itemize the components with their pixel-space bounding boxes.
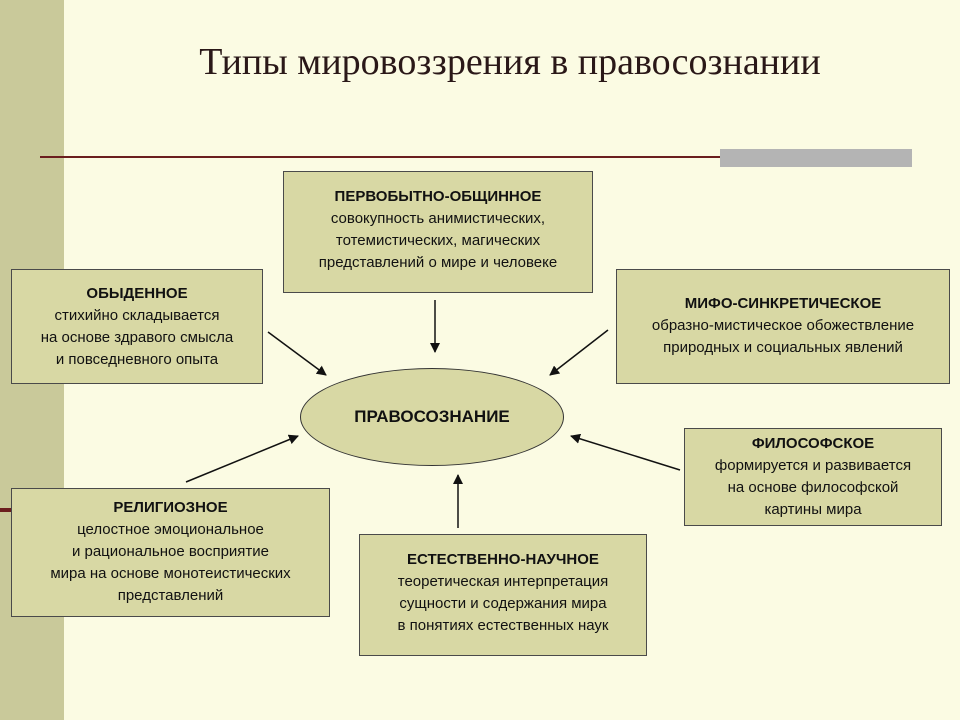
arrow-mythic (549, 329, 609, 376)
box-philosophical: ФИЛОСОФСКОЕ формируется и развивается на… (684, 428, 942, 526)
box-mythic: МИФО-СИНКРЕТИЧЕСКОЕ образно-мистическое … (616, 269, 950, 384)
slide-title: Типы мировоззрения в правосознании (199, 41, 821, 83)
box-everyday-title: ОБЫДЕННОЕ (86, 285, 188, 302)
title-rule (40, 156, 912, 158)
box-scientific-title: ЕСТЕСТВЕННО-НАУЧНОЕ (407, 551, 599, 568)
box-philosophical-desc: формируется и развивается на основе фило… (714, 457, 912, 518)
box-mythic-title: МИФО-СИНКРЕТИЧЕСКОЕ (684, 295, 882, 312)
box-scientific: ЕСТЕСТВЕННО-НАУЧНОЕ теоретическая интерп… (359, 534, 647, 656)
box-religious-desc: целостное эмоциональное и рациональное в… (50, 521, 291, 604)
box-philosophical-title: ФИЛОСОФСКОЕ (751, 435, 875, 452)
box-mythic-desc: образно-мистическое обожествление природ… (651, 317, 915, 356)
arrow-philosophical (570, 433, 681, 471)
box-primitive: ПЕРВОБЫТНО-ОБЩИННОЕ совокупность анимист… (283, 171, 593, 293)
arrow-religious (185, 434, 299, 483)
box-primitive-title: ПЕРВОБЫТНО-ОБЩИННОЕ (334, 188, 542, 205)
box-everyday-desc: стихийно складывается на основе здравого… (40, 307, 234, 368)
box-scientific-desc: теоретическая интерпретация сущности и с… (397, 573, 609, 634)
center-ellipse: ПРАВОСОЗНАНИЕ (300, 368, 564, 466)
box-religious: РЕЛИГИОЗНОЕ целостное эмоциональное и ра… (11, 488, 330, 617)
title-rule-accent (720, 149, 912, 167)
box-religious-title: РЕЛИГИОЗНОЕ (113, 499, 228, 516)
box-primitive-desc: совокупность анимистических, тотемистиче… (318, 210, 558, 271)
arrow-everyday (267, 331, 327, 376)
box-everyday: ОБЫДЕННОЕ стихийно складывается на основ… (11, 269, 263, 384)
side-tick (0, 508, 14, 512)
